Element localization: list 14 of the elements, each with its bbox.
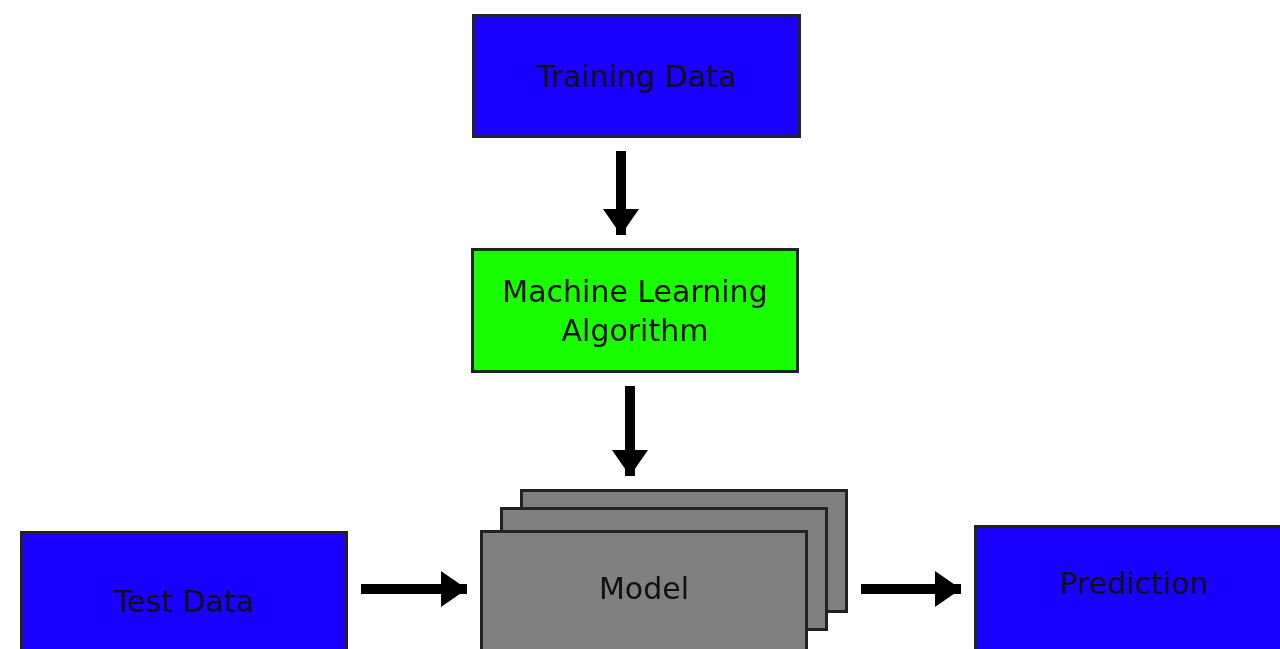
data-box xyxy=(472,14,801,138)
box-label: Training Data xyxy=(536,57,737,96)
arrow xyxy=(361,571,467,607)
box-label: Model xyxy=(598,569,690,608)
process-box xyxy=(471,248,799,373)
box-label: Test Data xyxy=(113,582,255,621)
box-label: Prediction xyxy=(1059,564,1209,603)
arrow xyxy=(603,151,639,235)
box-label: Machine Learning Algorithm xyxy=(501,272,769,350)
model-stack xyxy=(480,489,848,649)
arrow xyxy=(861,571,961,607)
output-box xyxy=(974,525,1280,649)
arrow xyxy=(612,386,648,476)
data-box xyxy=(20,531,348,649)
